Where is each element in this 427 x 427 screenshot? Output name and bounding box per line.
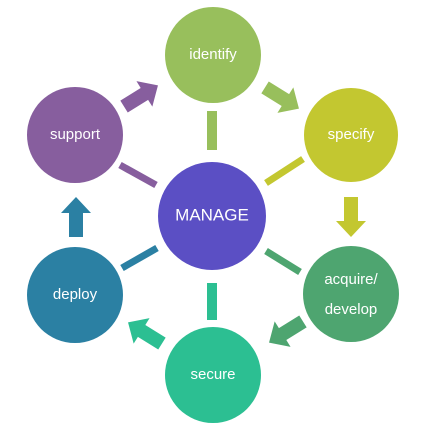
connector-acquire-develop [264, 248, 302, 275]
node-identify: identify [165, 7, 261, 103]
arrow-secure-to-deploy [128, 318, 166, 350]
node-secure-label: secure [190, 366, 235, 383]
arrow-specify-to-acquire [336, 197, 366, 237]
node-identify-label: identify [189, 46, 237, 63]
connector-deploy [120, 244, 159, 272]
connector-secure [207, 283, 217, 320]
arrow-support-to-identify [120, 81, 158, 113]
connector-support [118, 161, 158, 189]
node-support-label: support [50, 126, 101, 143]
connector-specify [264, 156, 305, 186]
node-support: support [27, 87, 123, 183]
node-secure: secure [165, 327, 261, 423]
connector-identify [207, 111, 217, 150]
node-acquire-develop: acquire/ develop [303, 246, 399, 342]
node-manage: MANAGE [158, 162, 266, 270]
arrow-acquire-to-secure [269, 315, 307, 347]
node-specify-label: specify [328, 126, 375, 143]
arrow-identify-to-specify [261, 81, 299, 113]
node-acquire-develop-label-line1: acquire/ [324, 271, 378, 288]
node-specify: specify [304, 88, 398, 182]
arrow-deploy-to-support [61, 197, 91, 237]
node-deploy-label: deploy [53, 286, 98, 303]
node-deploy: deploy [27, 247, 123, 343]
node-manage-label: MANAGE [175, 205, 249, 224]
node-acquire-develop-label-line2: develop [325, 301, 378, 318]
